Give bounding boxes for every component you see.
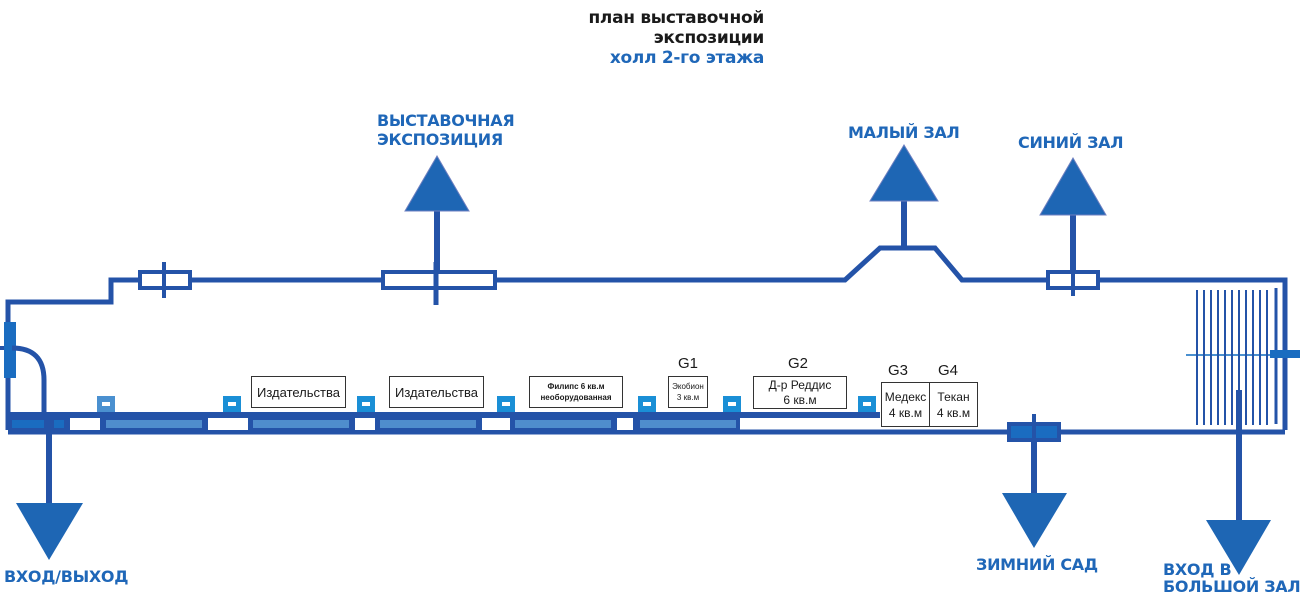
counter-section: [380, 420, 476, 428]
label-entrance-exit: ВХОД/ВЫХОД: [4, 567, 129, 586]
counter-section: [253, 420, 349, 428]
booth-area: 4 кв.м: [936, 405, 971, 420]
booth-label: Издательства: [395, 384, 478, 400]
title-line-2: экспозиции: [653, 28, 765, 48]
title-line-3: холл 2-го этажа: [609, 48, 764, 68]
counter-extension: [740, 412, 880, 418]
counter-gap: [70, 418, 100, 430]
socket: [858, 396, 876, 412]
label-small-hall: МАЛЫЙ ЗАЛ: [848, 123, 960, 142]
door-panel-right: [54, 420, 64, 428]
label-exhibition: ВЫСТАВОЧНАЯ ЭКСПОЗИЦИЯ: [377, 111, 515, 149]
title-line-1: план выставочной: [588, 8, 764, 28]
booth-code-g4: G4: [938, 362, 959, 379]
counter-strip: [8, 412, 880, 434]
arrow-down-big-hall: [1206, 390, 1271, 575]
door-panel-left: [12, 420, 44, 428]
booth-g2[interactable]: Д-р Реддис 6 кв.м: [753, 376, 847, 409]
arrow-up-blue-hall: [1039, 157, 1107, 272]
booth-label: Филипс 6 кв.м: [547, 382, 605, 391]
socket: [223, 396, 241, 412]
booth-g3[interactable]: Медекс 4 кв.м: [881, 382, 930, 427]
door-left-entrance: [0, 322, 47, 420]
door-top-1: [138, 262, 192, 298]
counter-gap: [208, 418, 248, 430]
label-exhibition-line2: ЭКСПОЗИЦИЯ: [377, 130, 503, 149]
booth-label: Д-р Реддис: [768, 377, 832, 392]
label-exhibition-line1: ВЫСТАВОЧНАЯ: [377, 111, 515, 130]
label-winter-garden: ЗИМНИЙ САД: [976, 555, 1098, 574]
arrows: [16, 144, 1271, 575]
plan-title: план выставочной экспозиции холл 2-го эт…: [520, 8, 764, 68]
booth-code-g1: G1: [678, 355, 699, 372]
socket: [97, 396, 115, 412]
counter-section: [106, 420, 202, 428]
arrow-down-winter-garden: [1002, 440, 1067, 548]
booth-g1[interactable]: Экобион 3 кв.м: [668, 376, 708, 408]
socket: [638, 396, 656, 412]
label-big-hall: ВХОД В БОЛЬШОЙ ЗАЛ: [1163, 561, 1300, 595]
booth-label: Экобион: [672, 382, 704, 391]
wall-top-left: [5, 245, 1288, 430]
booth-label: Текан: [937, 389, 970, 404]
counter-section: [515, 420, 611, 428]
sockets: [97, 396, 876, 412]
counter-section: [640, 420, 736, 428]
booth-code-g2: G2: [788, 355, 809, 372]
booth-philips[interactable]: Филипс 6 кв.м необорудованная: [529, 376, 623, 408]
booth-label: Издательства: [257, 384, 340, 400]
booth-label: Медекс: [884, 389, 927, 404]
label-big-hall-line2: БОЛЬШОЙ ЗАЛ: [1163, 577, 1300, 596]
counter-gap: [482, 418, 510, 430]
booth-area: необорудованная: [540, 393, 612, 402]
booth-publishers-1[interactable]: Издательства: [251, 376, 346, 408]
label-big-hall-line1: ВХОД В: [1163, 560, 1232, 579]
booth-area: 4 кв.м: [888, 405, 923, 420]
booth-publishers-2[interactable]: Издательства: [389, 376, 484, 408]
arrow-up-small-hall: [869, 144, 939, 248]
arrow-up-exhibition: [404, 155, 470, 270]
booth-area: 3 кв.м: [676, 393, 700, 402]
socket: [723, 396, 741, 412]
booth-g4[interactable]: Текан 4 кв.м: [929, 382, 978, 427]
booth-area: 6 кв.м: [783, 392, 817, 407]
counter-gap: [617, 418, 633, 430]
booth-code-g3: G3: [888, 362, 909, 379]
label-blue-hall: СИНИЙ ЗАЛ: [1018, 133, 1124, 152]
counter-gap: [355, 418, 375, 430]
socket: [497, 396, 515, 412]
staircase: [1196, 290, 1268, 425]
arrow-down-entrance-exit: [16, 430, 83, 560]
socket: [357, 396, 375, 412]
